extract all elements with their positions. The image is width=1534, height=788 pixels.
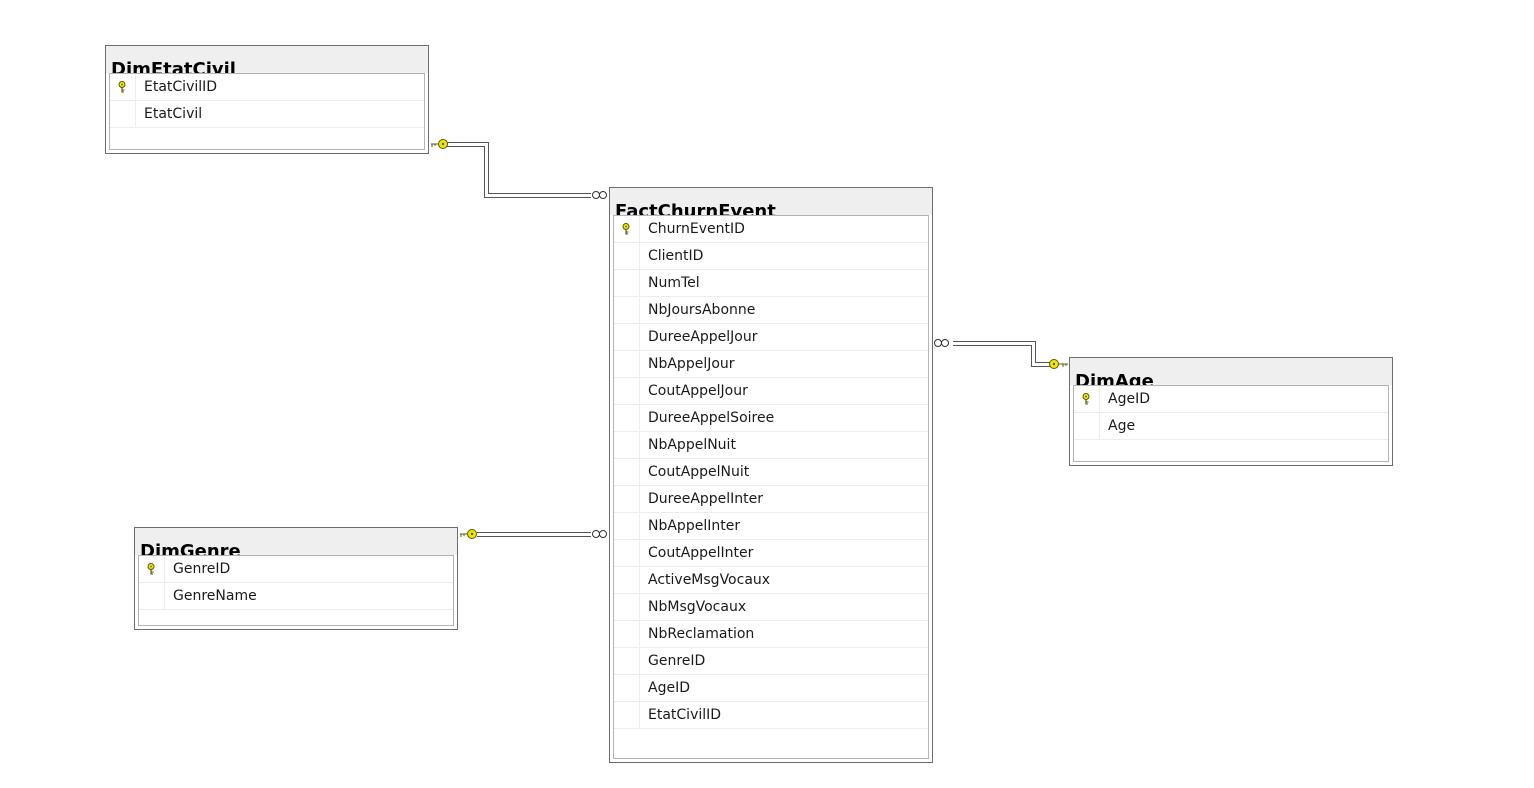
column-row[interactable]: DureeAppelJour <box>614 324 928 351</box>
primary-key-icon <box>139 556 165 582</box>
one-end-key-icon <box>460 529 477 539</box>
column-row[interactable]: DureeAppelInter <box>614 486 928 513</box>
table-dim-genre[interactable]: DimGenre GenreID GenreName <box>134 527 458 630</box>
many-end-infinity-icon <box>592 530 607 538</box>
row-selector <box>614 621 640 647</box>
relationship-etatcivil-fact[interactable] <box>447 142 591 198</box>
column-name: NbAppelNuit <box>648 437 736 453</box>
row-selector <box>1074 413 1100 439</box>
table-header[interactable]: DimEtatCivil <box>106 46 428 79</box>
row-selector <box>614 513 640 539</box>
column-name: CoutAppelNuit <box>648 464 750 480</box>
table-dim-age[interactable]: DimAge AgeID Age <box>1069 357 1393 466</box>
column-name: EtatCivilID <box>648 707 722 723</box>
row-selector <box>614 540 640 566</box>
column-row[interactable]: EtatCivilID <box>110 74 424 101</box>
table-fact-churn-event[interactable]: FactChurnEvent ChurnEventID ClientID NumTe… <box>609 187 933 763</box>
column-name: DureeAppelSoiree <box>648 410 775 426</box>
row-selector <box>614 594 640 620</box>
column-name: ChurnEventID <box>648 221 745 237</box>
column-row[interactable]: NbJoursAbonne <box>614 297 928 324</box>
column-row[interactable]: NbAppelNuit <box>614 432 928 459</box>
column-row[interactable]: CoutAppelInter <box>614 540 928 567</box>
row-selector <box>614 675 640 701</box>
column-name: ClientID <box>648 248 704 264</box>
column-name: GenreName <box>173 588 257 604</box>
column-name: CoutAppelInter <box>648 545 754 561</box>
column-name: NbJoursAbonne <box>648 302 756 318</box>
row-selector <box>614 297 640 323</box>
primary-key-icon <box>614 216 640 242</box>
row-selector <box>614 270 640 296</box>
primary-key-icon <box>110 74 136 100</box>
row-selector <box>614 486 640 512</box>
column-name: AgeID <box>1108 391 1150 407</box>
row-selector <box>614 702 640 728</box>
column-name: NbMsgVocaux <box>648 599 747 615</box>
column-row[interactable]: AgeID <box>614 675 928 702</box>
one-end-key-icon <box>1049 359 1068 369</box>
column-name: NbAppelJour <box>648 356 735 372</box>
row-selector <box>614 432 640 458</box>
relationship-genre-fact[interactable] <box>477 532 591 537</box>
column-row[interactable]: NbReclamation <box>614 621 928 648</box>
column-name: GenreID <box>173 561 231 577</box>
column-row[interactable]: DureeAppelSoiree <box>614 405 928 432</box>
column-name: DureeAppelJour <box>648 329 758 345</box>
column-row[interactable]: NumTel <box>614 270 928 297</box>
column-name: CoutAppelJour <box>648 383 748 399</box>
many-end-infinity-icon <box>592 191 607 199</box>
column-row[interactable]: EtatCivilID <box>614 702 928 729</box>
one-end-key-icon <box>431 139 448 149</box>
column-row[interactable]: GenreName <box>139 583 453 610</box>
primary-key-icon <box>1074 386 1100 412</box>
row-selector <box>614 648 640 674</box>
column-name: NbReclamation <box>648 626 755 642</box>
column-row[interactable]: GenreID <box>614 648 928 675</box>
column-name: ActiveMsgVocaux <box>648 572 771 588</box>
column-row[interactable]: GenreID <box>139 556 453 583</box>
row-selector <box>139 583 165 609</box>
column-row[interactable]: AgeID <box>1074 386 1388 413</box>
column-name: NumTel <box>648 275 700 291</box>
column-name: GenreID <box>648 653 706 669</box>
row-selector <box>614 405 640 431</box>
column-row[interactable]: CoutAppelJour <box>614 378 928 405</box>
column-row[interactable]: Age <box>1074 413 1388 440</box>
row-selector <box>110 101 136 127</box>
column-list: GenreID GenreName <box>138 555 454 626</box>
row-selector <box>614 324 640 350</box>
row-selector <box>614 243 640 269</box>
column-row[interactable]: EtatCivil <box>110 101 424 128</box>
column-row[interactable]: CoutAppelNuit <box>614 459 928 486</box>
column-name: Age <box>1108 418 1136 434</box>
column-name: EtatCivilID <box>144 79 218 95</box>
table-dim-etat-civil[interactable]: DimEtatCivil EtatCivilID EtatCivil <box>105 45 429 154</box>
column-name: NbAppelInter <box>648 518 741 534</box>
table-header[interactable]: DimAge <box>1070 358 1392 391</box>
column-list: AgeID Age <box>1073 385 1389 462</box>
column-row[interactable]: ChurnEventID <box>614 216 928 243</box>
column-row[interactable]: NbAppelInter <box>614 513 928 540</box>
column-row[interactable]: ActiveMsgVocaux <box>614 567 928 594</box>
column-row[interactable]: NbMsgVocaux <box>614 594 928 621</box>
row-selector <box>614 351 640 377</box>
table-header[interactable]: FactChurnEvent <box>610 188 932 221</box>
relationship-fact-age[interactable] <box>953 341 1050 367</box>
table-header[interactable]: DimGenre <box>135 528 457 561</box>
row-selector <box>614 378 640 404</box>
column-name: AgeID <box>648 680 690 696</box>
row-selector <box>614 459 640 485</box>
column-name: DureeAppelInter <box>648 491 764 507</box>
column-list: EtatCivilID EtatCivil <box>109 73 425 150</box>
row-selector <box>614 567 640 593</box>
column-row[interactable]: ClientID <box>614 243 928 270</box>
many-end-infinity-icon <box>934 339 949 347</box>
column-name: EtatCivil <box>144 106 203 122</box>
column-row[interactable]: NbAppelJour <box>614 351 928 378</box>
